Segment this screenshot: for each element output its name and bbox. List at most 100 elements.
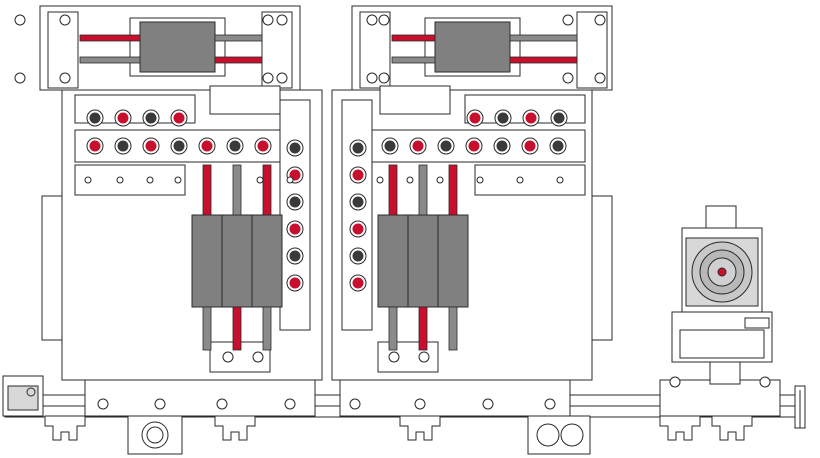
frame-bolt-top-1 bbox=[59, 14, 71, 26]
pipes-layer bbox=[79, 34, 578, 351]
frame-bolt-top-2 bbox=[262, 14, 274, 26]
frame-bolt-top-5 bbox=[378, 14, 390, 26]
frame-bolt-bottom-5 bbox=[378, 72, 390, 84]
right-side-connector-4 bbox=[352, 250, 364, 262]
left-top-bar-b bbox=[79, 56, 141, 64]
right-top-connector-2 bbox=[525, 112, 537, 124]
right-row2-connector-4 bbox=[496, 140, 508, 152]
right-top-bar-d bbox=[509, 56, 578, 64]
left-plate-hole-2 bbox=[146, 176, 154, 184]
left-plate-hole-3 bbox=[174, 176, 182, 184]
left-row2-connector-0 bbox=[89, 140, 101, 152]
left-plate-hole-0 bbox=[84, 176, 92, 184]
right-side-connector-2 bbox=[352, 196, 364, 208]
right-plate-hole-0 bbox=[376, 176, 384, 184]
left-side-connector-2 bbox=[289, 196, 301, 208]
frame-bolt-bottom-1 bbox=[59, 72, 71, 84]
left-plate-hole-4 bbox=[256, 176, 264, 184]
right-side-connector-3 bbox=[352, 223, 364, 235]
left-lower-pipe-1 bbox=[232, 306, 242, 351]
left-module bbox=[39, 5, 323, 381]
left-lower-pipe-0 bbox=[202, 306, 212, 351]
left-top-bar-d bbox=[214, 56, 263, 64]
right-upper-pipe-1 bbox=[418, 164, 428, 216]
left-row2-connector-2 bbox=[145, 140, 157, 152]
right-plate-hole-4 bbox=[516, 176, 524, 184]
rail-bolt-3 bbox=[284, 398, 296, 410]
right-row2-connector-2 bbox=[440, 140, 452, 152]
rail-feet bbox=[44, 415, 753, 455]
left-top-connector-3 bbox=[173, 112, 185, 124]
frame-bolt-bottom-4 bbox=[366, 72, 378, 84]
left-side-connector-0 bbox=[289, 142, 301, 154]
left-row2-connector-4 bbox=[201, 140, 213, 152]
rail-bolt-0 bbox=[97, 398, 109, 410]
left-clamp-hole-1 bbox=[252, 351, 264, 363]
pump-base-hole-0 bbox=[669, 376, 681, 388]
rail-bolt-4 bbox=[349, 398, 361, 410]
right-top-bar-b bbox=[391, 56, 436, 64]
frame-bolt-bottom-7 bbox=[594, 72, 606, 84]
left-side-connector-3 bbox=[289, 223, 301, 235]
frame-bolt-top-7 bbox=[594, 14, 606, 26]
right-upper-pipe-2 bbox=[448, 164, 458, 216]
rail-bolt-6 bbox=[482, 398, 494, 410]
connectors-layer bbox=[86, 109, 568, 292]
pump-base-hole-1 bbox=[759, 376, 771, 388]
holes-layer bbox=[14, 14, 771, 410]
right-clamp-hole-1 bbox=[418, 351, 430, 363]
right-row2-connector-1 bbox=[412, 140, 424, 152]
right-top-bar-c bbox=[509, 34, 578, 42]
left-row2-connector-1 bbox=[117, 140, 129, 152]
right-plate-hole-1 bbox=[406, 176, 414, 184]
left-upper-pipe-0 bbox=[202, 164, 212, 216]
right-side-connector-0 bbox=[352, 142, 364, 154]
right-side-connector-5 bbox=[352, 277, 364, 289]
right-upper-pipe-0 bbox=[388, 164, 398, 216]
base-rail bbox=[2, 375, 806, 429]
frame-bolt-top-6 bbox=[562, 14, 574, 26]
right-side-connector-1 bbox=[352, 169, 364, 181]
left-lower-pipe-2 bbox=[262, 306, 272, 351]
left-top-bar-c bbox=[214, 34, 263, 42]
right-plate-hole-2 bbox=[436, 176, 444, 184]
right-top-bar-a bbox=[391, 34, 436, 42]
left-plate-hole-1 bbox=[116, 176, 124, 184]
left-top-connector-0 bbox=[89, 112, 101, 124]
left-side-connector-5 bbox=[289, 277, 301, 289]
left-side-connector-4 bbox=[289, 250, 301, 262]
rail-bolt-2 bbox=[216, 398, 228, 410]
right-row2-connector-6 bbox=[552, 140, 564, 152]
right-lower-pipe-1 bbox=[418, 306, 428, 351]
left-plate-hole-5 bbox=[286, 176, 294, 184]
right-lower-pipe-2 bbox=[448, 306, 458, 351]
pump-unit bbox=[671, 205, 773, 385]
left-upper-pipe-2 bbox=[262, 164, 272, 216]
left-clamp-hole-0 bbox=[222, 351, 234, 363]
right-lower-pipe-0 bbox=[388, 306, 398, 351]
frame-bolt-bottom-3 bbox=[276, 72, 288, 84]
right-row2-connector-3 bbox=[468, 140, 480, 152]
left-row2-connector-5 bbox=[229, 140, 241, 152]
frame-bolt-top-0 bbox=[14, 14, 26, 26]
right-row2-connector-0 bbox=[384, 140, 396, 152]
right-plate-hole-3 bbox=[476, 176, 484, 184]
frame-bolt-bottom-2 bbox=[262, 72, 274, 84]
left-row2-connector-6 bbox=[257, 140, 269, 152]
right-clamp-hole-0 bbox=[388, 351, 400, 363]
right-top-connector-1 bbox=[497, 112, 509, 124]
rail-bolt-7 bbox=[544, 398, 556, 410]
rail-bolt-1 bbox=[154, 398, 166, 410]
frame-bolt-bottom-0 bbox=[14, 72, 26, 84]
frame-bolt-top-3 bbox=[276, 14, 288, 26]
left-upper-pipe-1 bbox=[232, 164, 242, 216]
right-row2-connector-5 bbox=[524, 140, 536, 152]
left-top-connector-2 bbox=[145, 112, 157, 124]
left-row2-connector-3 bbox=[173, 140, 185, 152]
left-top-connector-1 bbox=[117, 112, 129, 124]
frame-bolt-bottom-6 bbox=[562, 72, 574, 84]
frame-bolt-top-4 bbox=[366, 14, 378, 26]
rail-bolt-5 bbox=[414, 398, 426, 410]
